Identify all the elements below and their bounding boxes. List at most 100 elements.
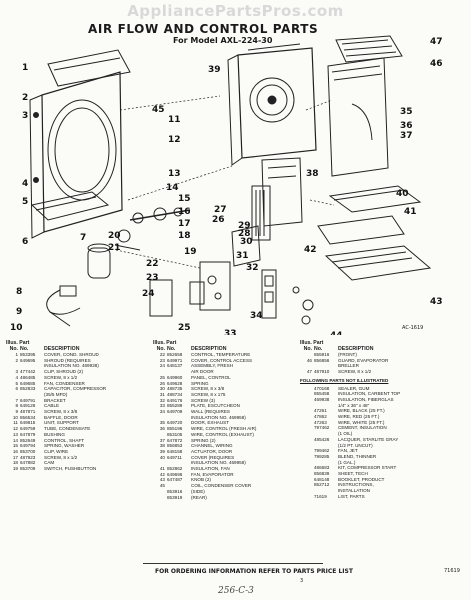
callout-29: 29: [238, 221, 251, 231]
part-description: (1 GAL.): [338, 459, 356, 465]
part-description: (1/2 PT. UNCUT): [338, 442, 373, 448]
parts-row: 853916(SIDE): [153, 489, 256, 495]
callout-3: 3: [22, 111, 28, 121]
callout-43: 43: [430, 297, 443, 307]
part-number: 649815: [20, 420, 36, 426]
illus-number: 31: [159, 391, 165, 397]
part-description: LACQUER, STARLITE GRAY: [338, 436, 399, 442]
illus-number: 25: [159, 374, 165, 380]
part-number: 649720: [167, 420, 183, 426]
callout-10: 10: [10, 323, 23, 333]
part-description: WIRE, WHITE (25 FT.): [338, 419, 385, 425]
part-description: SCREW, 8 x 1/2: [44, 374, 78, 380]
part-description: UNIT, SUPPORT: [44, 420, 79, 426]
watermark: AppliancePartsPros.com: [127, 2, 344, 20]
column-header: Illus. Part No.No.DESCRIPTION: [300, 340, 374, 352]
part-number: 469938: [314, 396, 330, 402]
callout-14: 14: [166, 183, 179, 193]
illus-number: 16: [12, 448, 18, 454]
illus-number: 9: [15, 409, 18, 415]
illus-number: 6: [15, 386, 18, 392]
part-number: 852833: [20, 386, 36, 392]
illus-number: 46: [306, 357, 312, 363]
part-description: INSULATION NO. 469938): [44, 363, 99, 369]
document-code: 71619: [444, 568, 460, 574]
part-number: 649794: [20, 443, 36, 449]
model-subtitle: For Model AXL-224-30: [173, 36, 273, 45]
illus-number: 36: [159, 426, 165, 432]
part-description: SHROUD (REQUIRES: [44, 357, 91, 363]
callout-13: 13: [168, 169, 181, 179]
part-number: 799462: [314, 448, 330, 454]
section-heading: FOLLOWING PARTS NOT ILLUSTRATED: [300, 377, 389, 383]
callout-2: 2: [22, 93, 28, 103]
illus-number: 8: [15, 403, 18, 409]
part-number: 852649: [20, 437, 36, 443]
column-header: Illus. Part No.No.DESCRIPTION: [153, 340, 227, 352]
callout-26: 26: [212, 215, 225, 225]
callout-35: 35: [400, 107, 413, 117]
illus-number: 19: [12, 466, 18, 472]
callout-19: 19: [184, 247, 197, 257]
illus-number: 40: [159, 454, 165, 460]
part-number: 649695: [20, 357, 36, 363]
illus-number: 42: [159, 471, 165, 477]
callout-47: 47: [430, 37, 443, 47]
part-description: COIL, CONDENSER COVER: [191, 483, 252, 489]
part-number: 470168: [314, 385, 330, 391]
part-number: 649711: [167, 454, 182, 460]
callout-40: 40: [396, 189, 409, 199]
part-number: 649628: [167, 380, 183, 386]
part-number: 853709: [20, 466, 36, 472]
illus-number: 15: [12, 443, 18, 449]
part-description: CAM: [44, 460, 55, 466]
part-description: (REAR): [191, 494, 207, 500]
callout-24: 24: [142, 289, 155, 299]
part-number: 649685: [20, 380, 36, 386]
callout-25: 25: [178, 323, 191, 333]
part-description: FAN, EVAPORATOR: [191, 471, 234, 477]
illus-number: 22: [159, 352, 165, 357]
part-description: SCREW, 8 x 3/8: [191, 386, 225, 392]
part-description: LIST, PARTS: [338, 493, 365, 499]
part-number: 649971: [167, 357, 183, 363]
part-number: 649696: [167, 471, 183, 477]
part-number: 71619: [314, 493, 327, 499]
callout-22: 22: [146, 259, 159, 269]
callout-4: 4: [22, 179, 28, 189]
part-description: SHEET, TECH: [338, 471, 368, 477]
part-description: SCREW, 8 x 3/8: [44, 409, 78, 415]
illus-number: 1: [15, 352, 18, 357]
illus-number: [153, 495, 167, 501]
footer-note: FOR ORDERING INFORMATION REFER TO PARTS …: [155, 568, 353, 575]
parts-row: 853919(REAR): [153, 495, 256, 501]
part-number: 852862: [167, 466, 183, 472]
part-description: (1 OIL): [338, 431, 353, 437]
parts-row: 1/4" x 36" x 48": [300, 403, 400, 409]
part-number: 853916: [167, 488, 183, 494]
part-description: INSULATION NO. 469958): [191, 414, 246, 420]
part-number: 856856: [314, 357, 330, 363]
callout-6: 6: [22, 237, 28, 247]
callout-44: 44: [330, 331, 343, 335]
part-number: 852658: [167, 352, 183, 357]
parts-row: (35/5 MFD): [6, 392, 106, 398]
